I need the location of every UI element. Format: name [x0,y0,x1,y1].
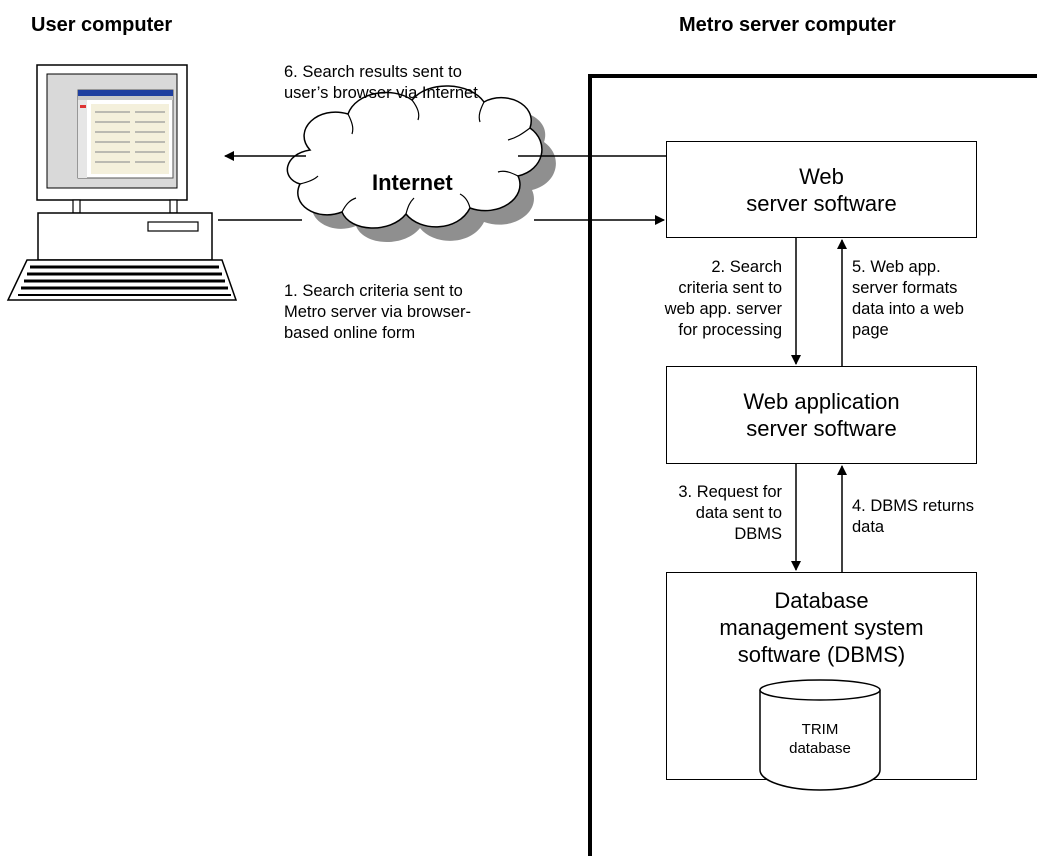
user-computer-heading: User computer [31,14,173,36]
step-6-label: 6. Search results sent to user’s browser… [284,63,478,102]
server-boundary [588,74,1037,856]
dbms-label: Database management system software (DBM… [719,588,924,667]
step-5-label: 5. Web app. server formats data into a w… [852,258,964,339]
trim-database-label: TRIM database [789,721,851,757]
server-computer-heading: Metro server computer [679,14,896,36]
internet-label: Internet [372,170,453,195]
step-1-label: 1. Search criteria sent to Metro server … [284,282,472,342]
web-server-box: Web server software [666,141,977,238]
step-3-label: 3. Request for data sent to DBMS [678,483,782,543]
step-2-label: 2. Search criteria sent to web app. serv… [664,258,782,339]
internet-cloud [286,85,556,243]
step-4-label: 4. DBMS returns data [852,497,974,536]
computer-icon [6,64,238,301]
dbms-box: Database management system software (DBM… [666,572,977,780]
web-application-server-box: Web application server software [666,366,977,464]
